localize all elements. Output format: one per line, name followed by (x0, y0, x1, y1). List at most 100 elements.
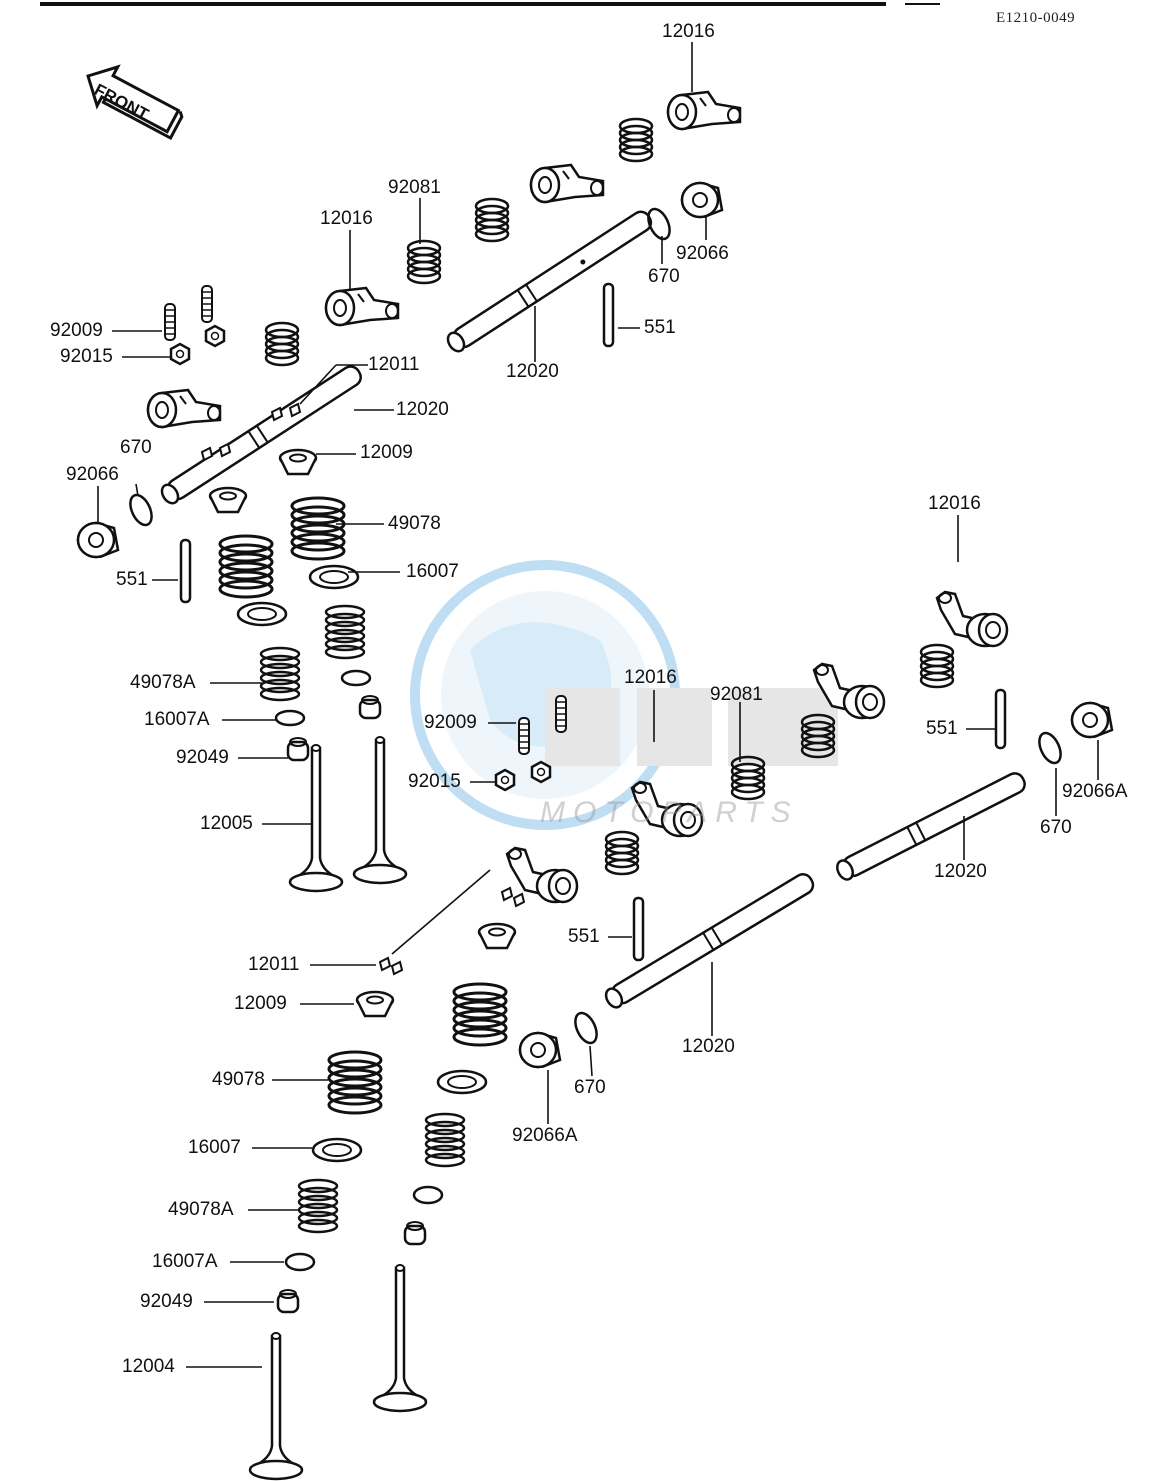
valve-seal-icon (276, 1288, 300, 1314)
rocker-arm-icon (666, 90, 742, 131)
adjust-screw-icon (164, 303, 176, 341)
callout-49078A: 49078A (130, 672, 196, 693)
valve-icon (248, 1331, 304, 1481)
oring-icon (124, 490, 158, 530)
callout-92066: 92066 (66, 464, 119, 485)
nut-icon (204, 324, 226, 348)
valve-spring-icon (218, 534, 274, 599)
spring-seat-icon (308, 564, 360, 590)
spring-seat-icon (311, 1137, 363, 1163)
adjust-screw-icon (201, 285, 213, 323)
pin-icon (179, 538, 192, 604)
rocker-arm-icon (529, 163, 605, 204)
callout-92009: 92009 (50, 320, 103, 341)
callout-551: 551 (926, 718, 958, 739)
callout-16007: 16007 (406, 561, 459, 582)
spring-retainer-icon (208, 486, 248, 514)
pin-icon (994, 688, 1007, 750)
pin-icon (602, 282, 615, 348)
callout-12016: 12016 (320, 208, 373, 229)
nut-icon (494, 768, 516, 792)
callout-12016: 12016 (662, 21, 715, 42)
callout-16007A: 16007A (144, 709, 210, 730)
rocker-arm-icon (146, 388, 222, 429)
valve-seal-icon (403, 1220, 427, 1246)
callout-92081: 92081 (388, 177, 441, 198)
rocker-arm-icon (324, 286, 400, 327)
callout-12009: 12009 (360, 442, 413, 463)
valve-seal-icon (358, 694, 382, 720)
callout-12009: 12009 (234, 993, 287, 1014)
spring-retainer-icon (355, 990, 395, 1018)
rocker-shaft-mid (604, 873, 815, 1009)
valve-icon (372, 1263, 428, 1413)
callout-670: 670 (120, 437, 152, 458)
adjust-screw-icon (518, 717, 530, 755)
inner-spring-icon (259, 646, 301, 702)
rocker-spring-icon (264, 321, 300, 367)
callout-92066: 92066 (676, 243, 729, 264)
callout-551: 551 (116, 569, 148, 590)
callout-12020: 12020 (396, 399, 449, 420)
callout-49078: 49078 (388, 513, 441, 534)
callout-92015: 92015 (408, 771, 461, 792)
rocker-spring-icon (618, 117, 654, 163)
valve-spring-icon (327, 1050, 383, 1115)
plug-icon (1070, 701, 1114, 739)
callout-92049: 92049 (176, 747, 229, 768)
inner-spring-icon (424, 1112, 466, 1168)
rocker-arm-icon (505, 846, 579, 904)
valve-seal-icon (286, 736, 310, 762)
plug-icon (680, 181, 724, 219)
callout-92015: 92015 (60, 346, 113, 367)
spring-retainer-icon (278, 448, 318, 476)
plug-icon (518, 1031, 562, 1069)
callout-92009: 92009 (424, 712, 477, 733)
rocker-spring-icon (406, 239, 442, 285)
watermark-tagline: MOTOPARTS (540, 796, 799, 829)
spring-retainer-icon (477, 922, 517, 950)
valve-icon (288, 743, 344, 893)
adjust-screw-icon (555, 695, 567, 733)
inner-spring-icon (297, 1178, 339, 1234)
callout-49078: 49078 (212, 1069, 265, 1090)
rocker-spring-icon (604, 830, 640, 876)
nut-icon (530, 760, 552, 784)
plug-icon (76, 521, 120, 559)
callout-12020: 12020 (934, 861, 987, 882)
callout-92066A: 92066A (512, 1125, 578, 1146)
callout-12016: 12016 (928, 493, 981, 514)
callout-670: 670 (574, 1077, 606, 1098)
callout-670: 670 (648, 266, 680, 287)
callout-12004: 12004 (122, 1356, 175, 1377)
valve-icon (352, 735, 408, 885)
callout-92049: 92049 (140, 1291, 193, 1312)
valve-spring-icon (452, 982, 508, 1047)
front-arrow-icon (86, 64, 184, 141)
callout-551: 551 (644, 317, 676, 338)
callout-12016: 12016 (624, 667, 677, 688)
document-code: E1210-0049 (996, 10, 1076, 26)
nut-icon (169, 342, 191, 366)
rocker-spring-icon (919, 643, 955, 689)
rocker-shaft-right (836, 772, 1026, 881)
rocker-arm-icon (935, 590, 1009, 648)
callout-12011: 12011 (248, 954, 300, 975)
callout-49078A: 49078A (168, 1199, 234, 1220)
inner-spring-icon (324, 604, 366, 660)
spring-seat-icon (436, 1069, 488, 1095)
leader-lines (97, 42, 1099, 1368)
callout-12011: 12011 (368, 354, 420, 375)
callout-670: 670 (1040, 817, 1072, 838)
pin-icon (632, 896, 645, 962)
callout-551: 551 (568, 926, 600, 947)
callout-92066A: 92066A (1062, 781, 1128, 802)
valve-spring-icon (290, 496, 346, 561)
oring-icon (1033, 728, 1067, 768)
callout-12020: 12020 (506, 361, 559, 382)
watermark-logo (410, 560, 838, 830)
callout-16007: 16007 (188, 1137, 241, 1158)
callout-16007A: 16007A (152, 1251, 218, 1272)
